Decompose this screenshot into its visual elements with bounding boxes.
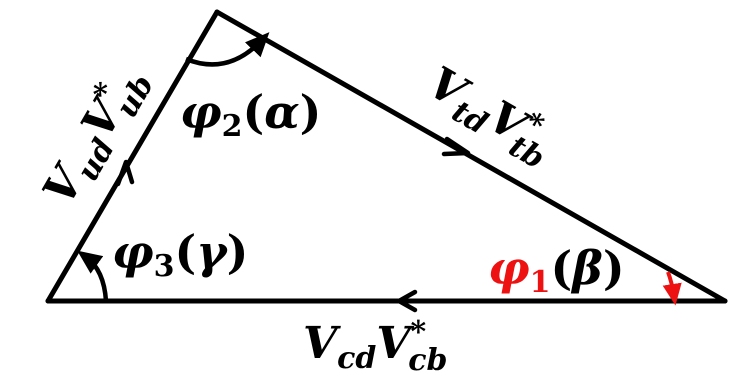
edge-label-bottom: VcdV*cb bbox=[303, 315, 447, 378]
edge-label-right: VtdV*tb bbox=[415, 55, 564, 177]
angle-arc-right bbox=[662, 271, 682, 306]
angle-label-right: φ1(β) bbox=[488, 241, 625, 300]
edge-right-direction-arrow bbox=[441, 136, 471, 157]
angle-arc-left bbox=[77, 250, 109, 302]
angle-arc-top bbox=[185, 32, 270, 67]
angle-label-top: φ2(α) bbox=[180, 85, 321, 144]
angle-label-left: φ3(γ) bbox=[112, 225, 248, 284]
edge-bottom-direction-arrow bbox=[396, 289, 418, 313]
edge-left-direction-arrow bbox=[115, 159, 135, 187]
edge-right bbox=[214, 9, 728, 304]
